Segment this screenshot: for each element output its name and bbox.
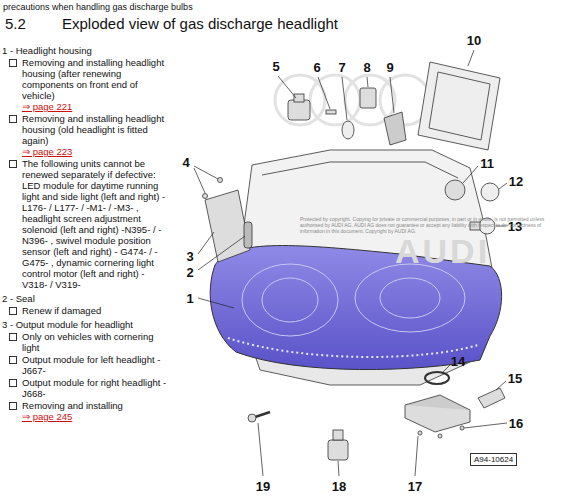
- callout-number: 12: [509, 174, 523, 189]
- callout-number: 5: [272, 59, 279, 74]
- bullet-text: Removing and installing: [0, 400, 172, 411]
- bullet-text: Output module for right headlight - J668…: [0, 377, 172, 399]
- callout-number: 6: [313, 60, 320, 75]
- bullet-text: Only on vehicles with cornering light: [0, 331, 172, 353]
- callout-number: 19: [256, 479, 270, 494]
- callout-number: 14: [451, 354, 465, 369]
- page-header: precautions when handling gas discharge …: [3, 2, 193, 12]
- bullet-text: Removing and installing headlight housin…: [0, 57, 172, 101]
- callout-number: 16: [509, 416, 523, 431]
- page-link: ⇒ page 223: [0, 146, 172, 157]
- figure-id: A94-10624: [470, 453, 517, 466]
- callout-number: 1: [186, 291, 193, 306]
- callout-number: 2: [186, 265, 193, 280]
- page-link: ⇒ page 245: [0, 411, 172, 422]
- callout-number: 7: [338, 60, 345, 75]
- bullet-text: Removing and installing headlight housin…: [0, 113, 172, 146]
- item-heading: 2 - Seal: [0, 293, 172, 304]
- item-heading: 1 - Headlight housing: [0, 45, 172, 56]
- item-heading: 3 - Output module for headlight: [0, 319, 172, 330]
- watermark-logo: AUDI: [395, 232, 490, 271]
- copyright-watermark: Protected by copyright. Copying for priv…: [300, 216, 550, 234]
- callout-number: 3: [186, 249, 193, 264]
- callout-number: 17: [408, 479, 422, 494]
- callout-number: 4: [182, 155, 189, 170]
- callout-number: 9: [386, 60, 393, 75]
- section-number: 5.2: [5, 15, 26, 32]
- callout-number: 11: [480, 156, 494, 171]
- page-link: ⇒ page 221: [0, 101, 172, 112]
- callout-number: 18: [332, 479, 346, 494]
- callout-number: 15: [508, 371, 522, 386]
- callout-number: 8: [363, 60, 370, 75]
- bullet-text: Renew if damaged: [0, 305, 172, 316]
- text-column: 1 - Headlight housingRemoving and instal…: [0, 42, 172, 422]
- bullet-text: The following units cannot be renewed se…: [0, 158, 172, 290]
- callout-number: 10: [467, 33, 481, 48]
- bullet-text: Output module for left headlight - J667-: [0, 354, 172, 376]
- section-title: Exploded view of gas discharge headlight: [62, 15, 338, 32]
